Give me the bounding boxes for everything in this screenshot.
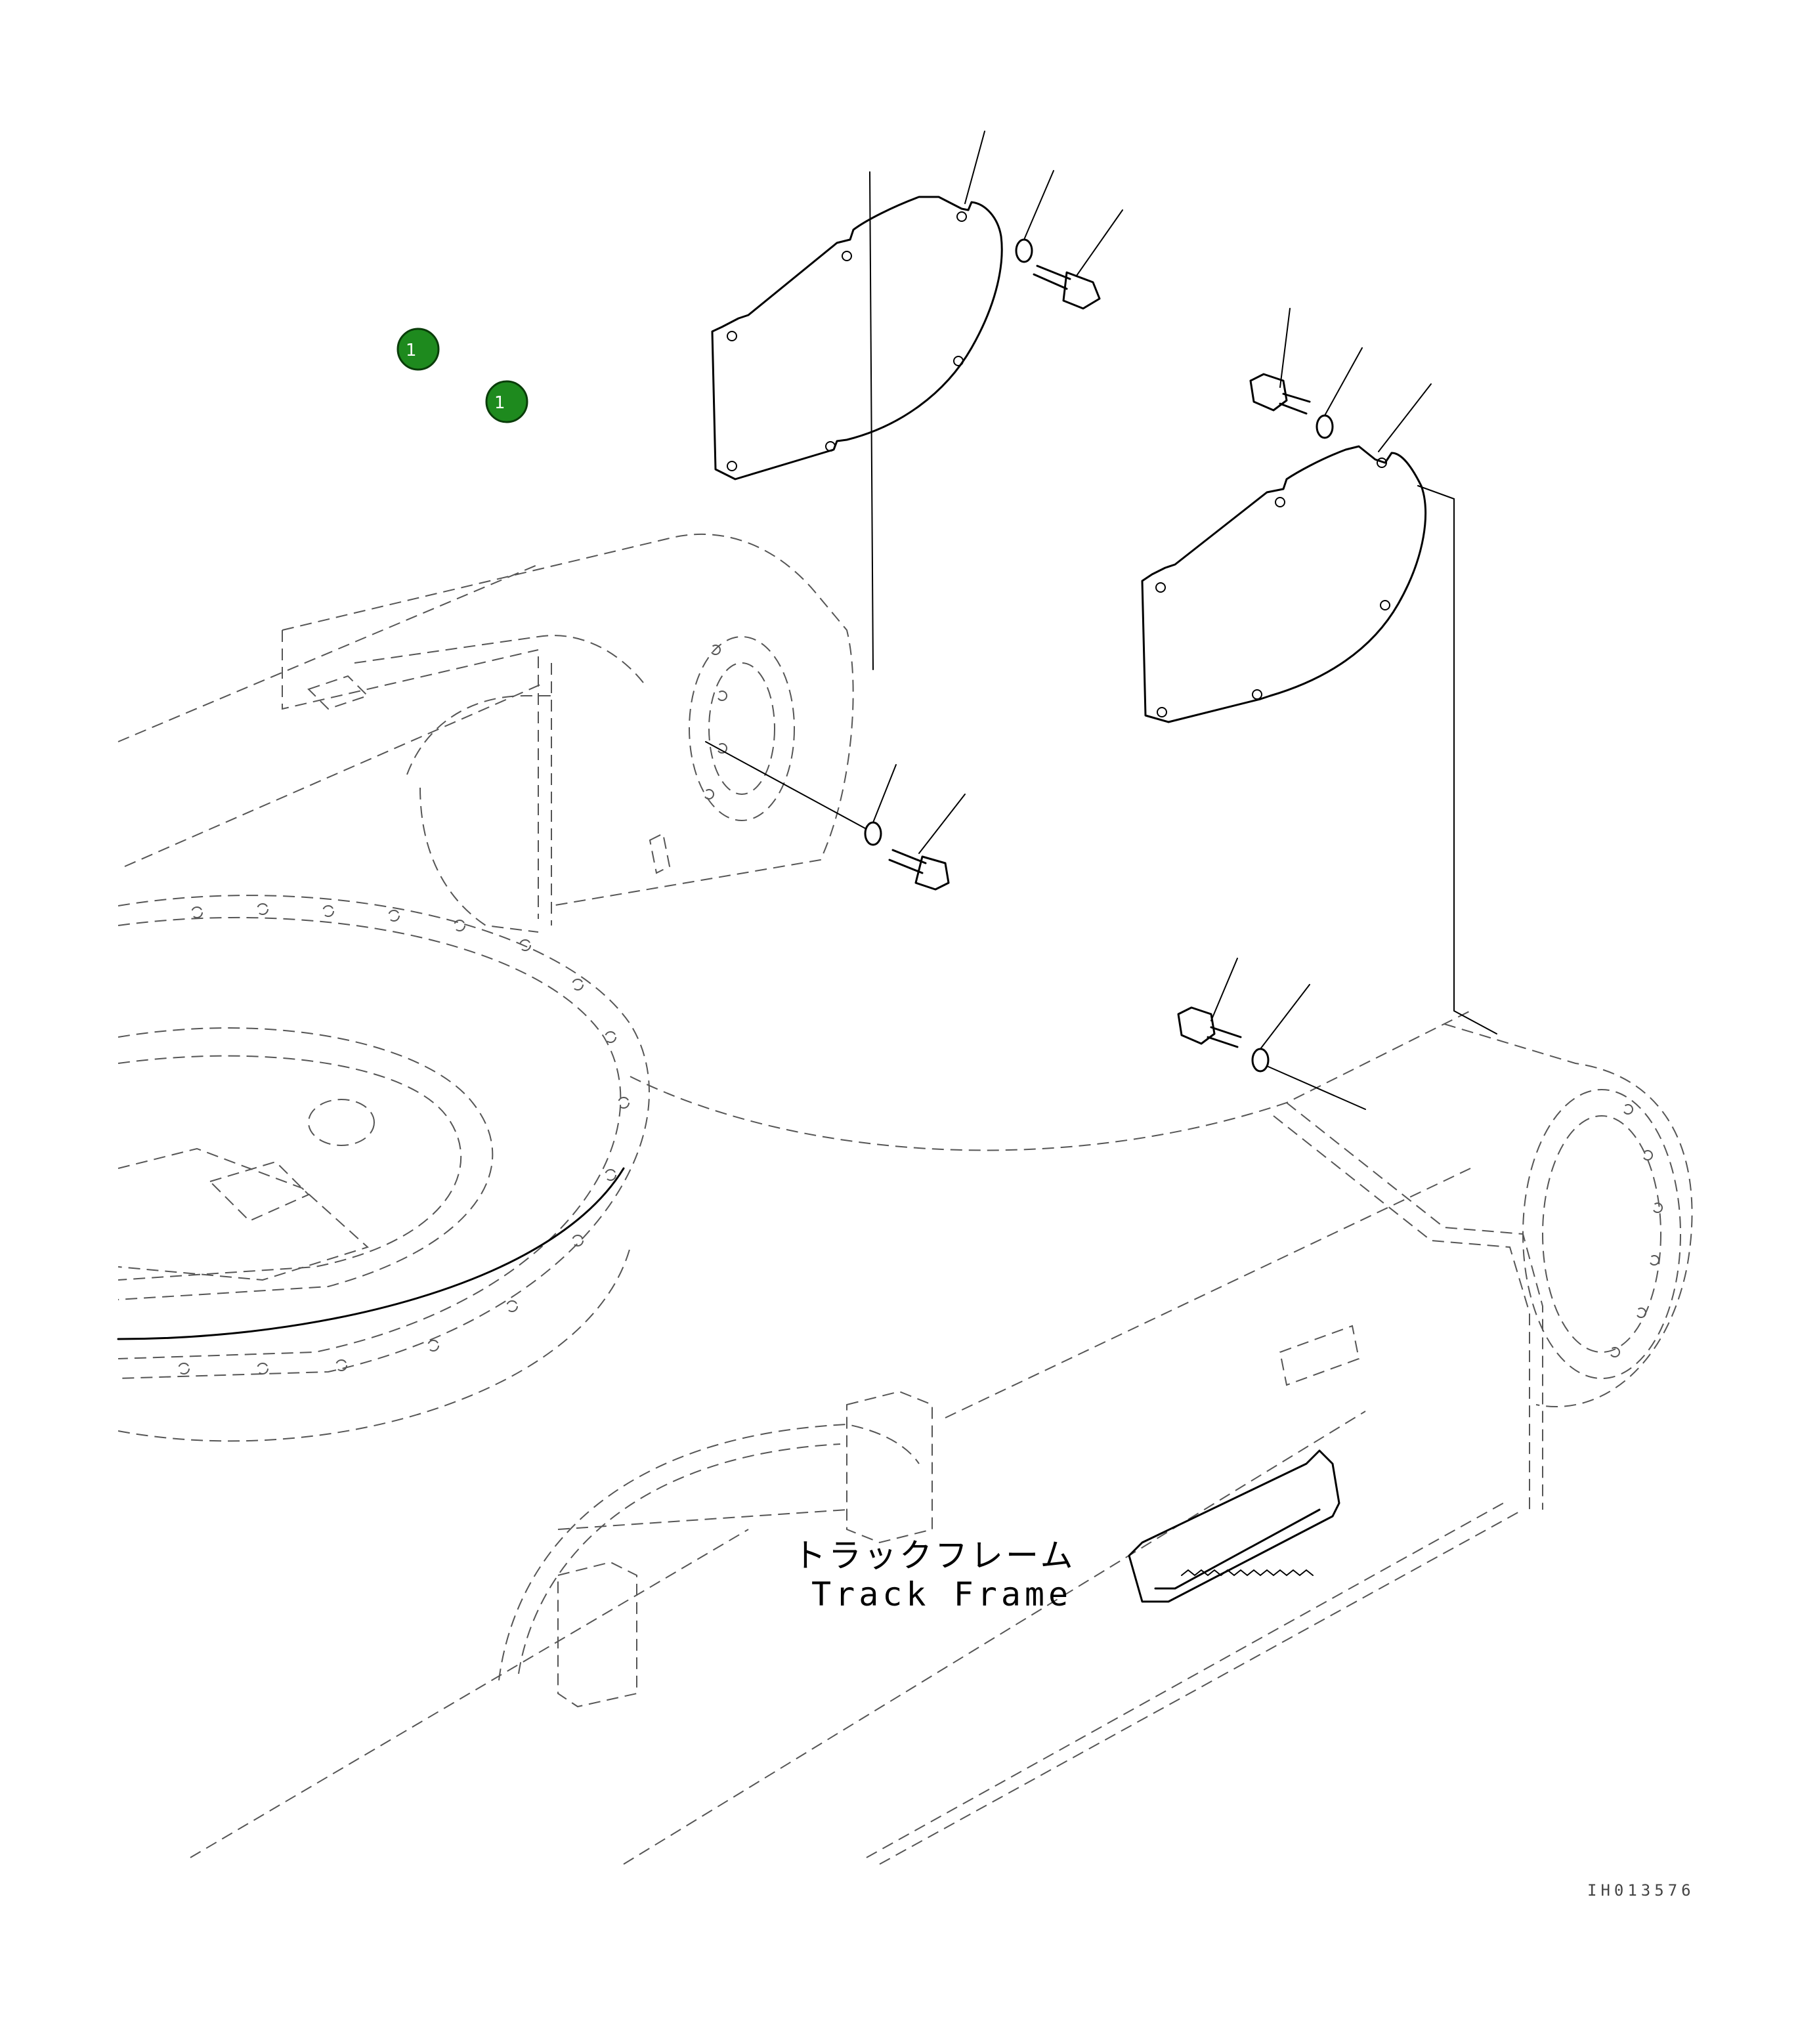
bolt-lower-right <box>1177 958 1242 1048</box>
track-guide <box>1128 1449 1340 1603</box>
reference-marker-label: 1 <box>494 393 505 413</box>
cover-plate-right <box>1141 383 1497 1034</box>
track-frame-outline <box>117 534 1693 1865</box>
cover-plate-left <box>711 131 1003 670</box>
part-label-english: Track Frame <box>811 1575 1073 1613</box>
bolt-upper-middle <box>1249 308 1311 415</box>
washer-upper <box>1015 170 1054 263</box>
reference-marker[interactable]: 1 <box>396 328 440 371</box>
washer-lower-left <box>705 741 897 846</box>
reference-marker[interactable]: 1 <box>485 380 528 423</box>
reference-marker-label: 1 <box>406 341 417 360</box>
drawing-number: IH013576 <box>1587 1881 1695 1900</box>
bolt-upper-right <box>1033 209 1123 310</box>
washer-lower-right <box>1251 984 1366 1110</box>
bolt-lower-left <box>888 794 966 891</box>
bolt-hole-pattern <box>178 645 1663 1374</box>
part-label-japanese: トラックフレーム <box>793 1537 1076 1575</box>
washer-upper-middle <box>1316 347 1363 439</box>
